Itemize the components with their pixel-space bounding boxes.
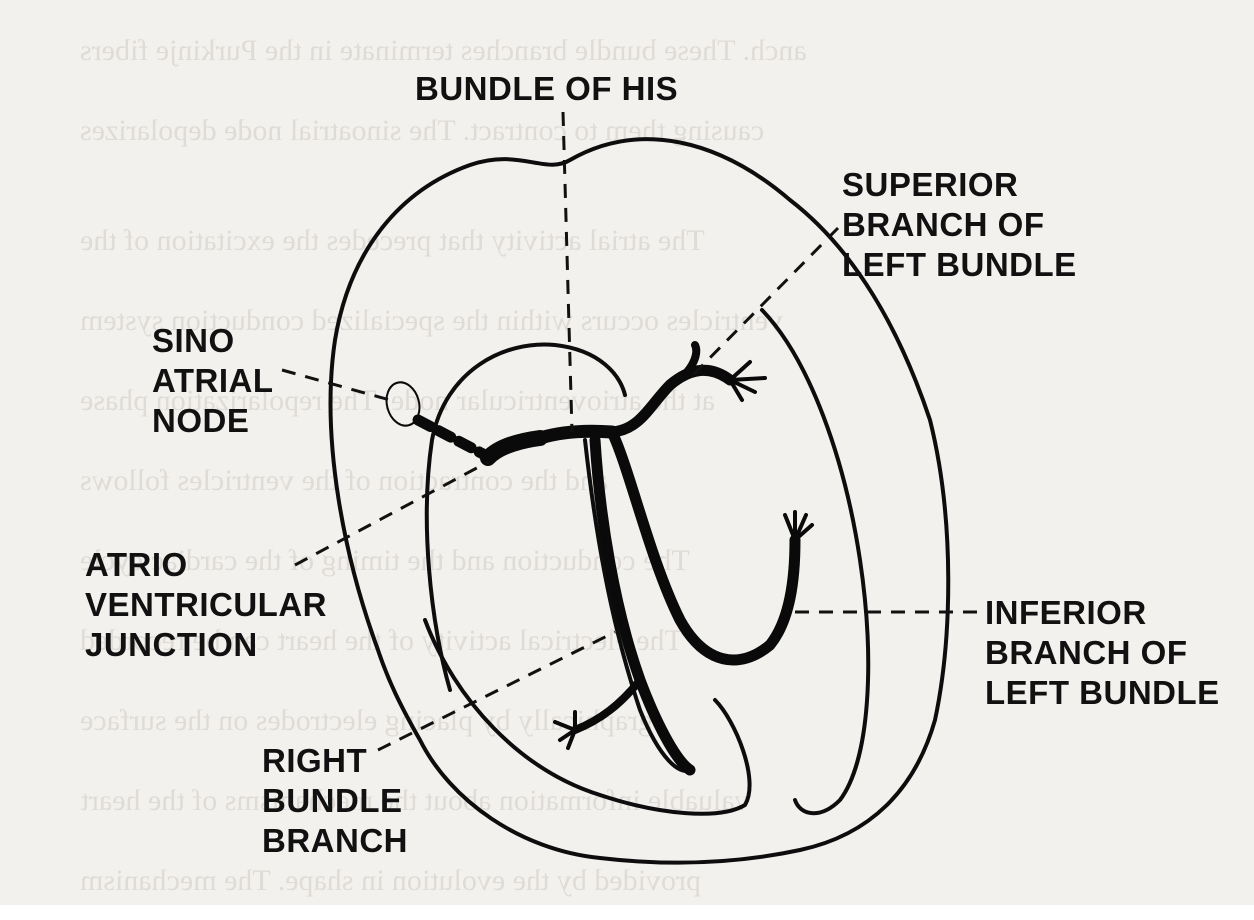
label-inferior-branch: INFERIOR BRANCH OF LEFT BUNDLE	[985, 594, 1220, 711]
svg-text:LEFT BUNDLE: LEFT BUNDLE	[842, 246, 1077, 283]
leader-av-junction	[295, 462, 488, 565]
svg-text:RIGHT: RIGHT	[262, 742, 367, 779]
svg-text:JUNCTION: JUNCTION	[85, 626, 258, 663]
right-bundle-lower-branch	[575, 680, 640, 730]
svg-text:ATRIO: ATRIO	[85, 546, 188, 583]
svg-text:SUPERIOR: SUPERIOR	[842, 166, 1018, 203]
bundle-of-his-path	[540, 431, 612, 438]
svg-text:VENTRICULAR: VENTRICULAR	[85, 586, 327, 623]
svg-text:INFERIOR: INFERIOR	[985, 594, 1147, 631]
page-bottom-edge	[0, 905, 1254, 920]
svg-text:ATRIAL: ATRIAL	[152, 362, 274, 399]
label-superior-branch: SUPERIOR BRANCH OF LEFT BUNDLE	[842, 166, 1077, 283]
svg-text:BRANCH OF: BRANCH OF	[985, 634, 1187, 671]
internodal-pathway	[418, 420, 485, 455]
svg-text:BRANCH: BRANCH	[262, 822, 408, 859]
label-sino-atrial-node: SINO ATRIAL NODE	[152, 322, 274, 439]
label-atrio-ventricular-junction: ATRIO VENTRICULAR JUNCTION	[85, 546, 327, 663]
leader-superior-branch	[688, 228, 838, 380]
superior-branch-path	[612, 370, 730, 432]
leader-sino-atrial	[282, 370, 390, 400]
superior-branch-fibers	[730, 362, 765, 400]
label-right-bundle-branch: RIGHT BUNDLE BRANCH	[262, 742, 408, 859]
superior-branch-hook	[670, 345, 696, 385]
left-ventricle-inner-outline	[762, 310, 868, 813]
inferior-branch-fibers	[785, 512, 812, 540]
svg-text:LEFT BUNDLE: LEFT BUNDLE	[985, 674, 1220, 711]
svg-text:BRANCH OF: BRANCH OF	[842, 206, 1044, 243]
svg-text:BUNDLE: BUNDLE	[262, 782, 403, 819]
svg-text:SINO: SINO	[152, 322, 235, 359]
svg-text:NODE: NODE	[152, 402, 249, 439]
inferior-branch-path	[612, 432, 795, 660]
av-node	[488, 438, 540, 458]
label-bundle-of-his: BUNDLE OF HIS	[415, 70, 678, 107]
right-bundle-fibers	[555, 712, 575, 748]
